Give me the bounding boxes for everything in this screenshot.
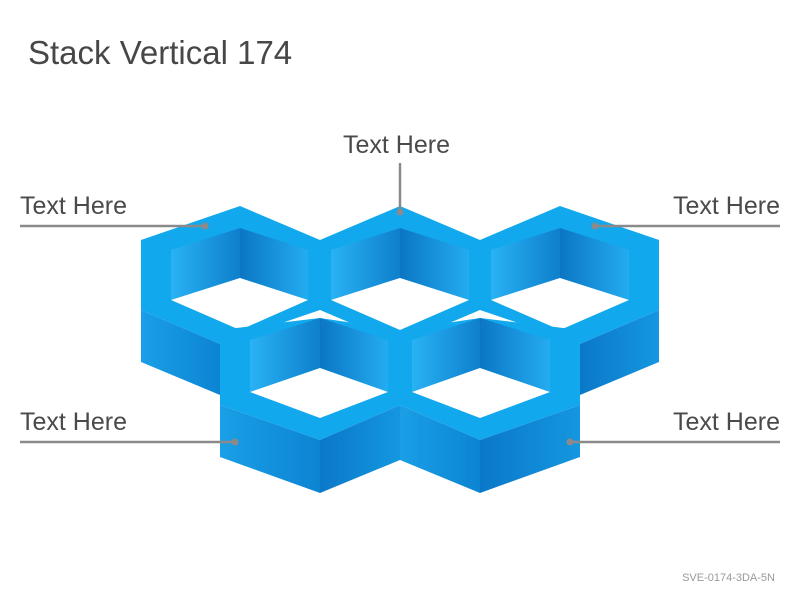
- leader-dot-lower-right: [566, 438, 574, 446]
- label-upper-right: Text Here: [673, 192, 780, 220]
- cell-inner-wall-right: [320, 318, 388, 392]
- slide-code: SVE-0174-3DA-5N: [682, 572, 775, 584]
- cell-inner-wall-left: [331, 228, 400, 300]
- cell-inner-wall-left: [171, 228, 240, 300]
- label-upper-left: Text Here: [20, 192, 127, 220]
- cell-opening: [250, 368, 388, 418]
- cell-opening: [412, 368, 550, 418]
- leader-dot-top-center: [396, 208, 404, 216]
- label-lower-left: Text Here: [20, 408, 127, 436]
- cell-inner-wall-left: [250, 318, 320, 392]
- cell-inner-wall-right: [560, 228, 629, 300]
- hex-cell-back-left: [141, 206, 320, 395]
- cell-outer-side-left: [220, 405, 320, 493]
- label-top-center: Text Here: [343, 131, 450, 159]
- leader-dot-lower-left: [231, 438, 239, 446]
- cell-inner-wall-right: [480, 318, 550, 392]
- cell-outer-side-right: [580, 310, 659, 395]
- cell-inner-wall-left: [412, 318, 480, 392]
- hex-cell-back-center: [320, 206, 480, 344]
- cell-inner-wall-right: [240, 228, 308, 300]
- cell-opening: [171, 278, 308, 330]
- hex-cell-front-left: [220, 318, 400, 493]
- cell-opening: [331, 278, 469, 330]
- leader-dot-upper-left: [201, 222, 209, 230]
- cell-outer-side-right: [320, 405, 400, 493]
- cell-inner-wall-right: [400, 228, 469, 300]
- cell-outer-side-left: [400, 405, 480, 493]
- hex-cell-back-right: [480, 206, 659, 395]
- slide-title: Stack Vertical 174: [28, 34, 293, 71]
- cell-outer-side-right: [480, 405, 580, 493]
- cell-inner-wall-left: [491, 228, 560, 300]
- cell-outer-side-left: [141, 310, 220, 395]
- hex-cell-front-right: [400, 318, 580, 493]
- leader-lines: [20, 163, 780, 444]
- leader-dot-upper-right: [591, 222, 599, 230]
- cell-opening: [491, 278, 629, 330]
- leader-dots: [201, 208, 599, 446]
- label-lower-right: Text Here: [673, 408, 780, 436]
